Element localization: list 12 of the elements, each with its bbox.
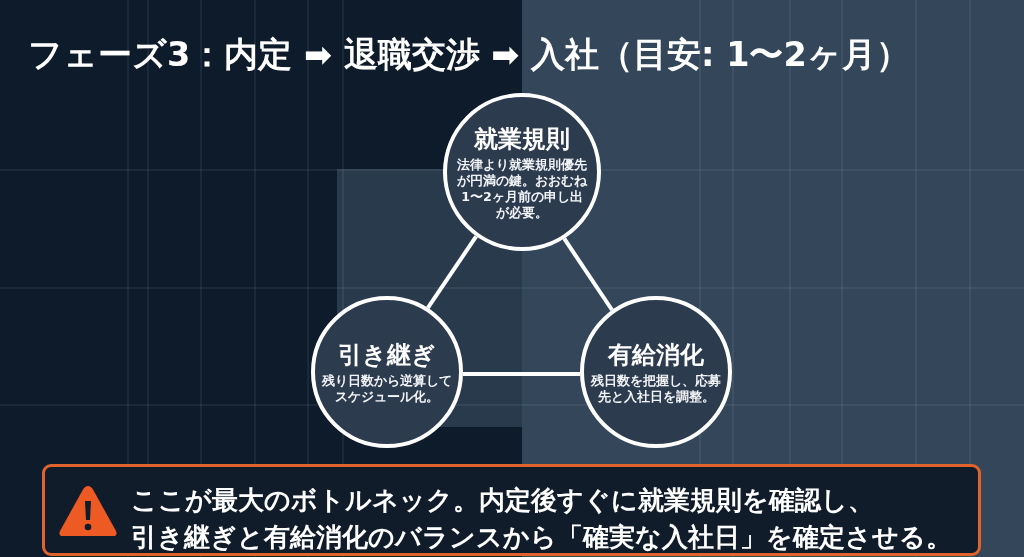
connector-line (426, 235, 478, 310)
circle-text: 残り日数から逆算してスケジュール化。 (321, 372, 453, 405)
circle-title: 引き継ぎ (338, 339, 436, 370)
connector-line (462, 372, 581, 376)
warning-banner (42, 464, 981, 556)
circle-title: 就業規則 (474, 123, 570, 154)
circle-text: 残日数を把握し、応募先と入社日を調整。 (590, 372, 722, 405)
circle-title: 有給消化 (608, 339, 704, 370)
connector-line (562, 237, 614, 312)
circle-text: 法律より就業規則優先が円満の鍵。おおむね1〜2ヶ月前の申し出が必要。 (456, 156, 588, 221)
title: フェーズ3：内定 ➡ 退職交渉 ➡ 入社（目安: 1〜2ヶ月） (28, 34, 910, 76)
warning-text: ここが最大のボトルネック。内定後すぐに就業規則を確認し、引き継ぎと有給消化のバランスから「確実な入社日」を確定させる。 (131, 484, 953, 554)
